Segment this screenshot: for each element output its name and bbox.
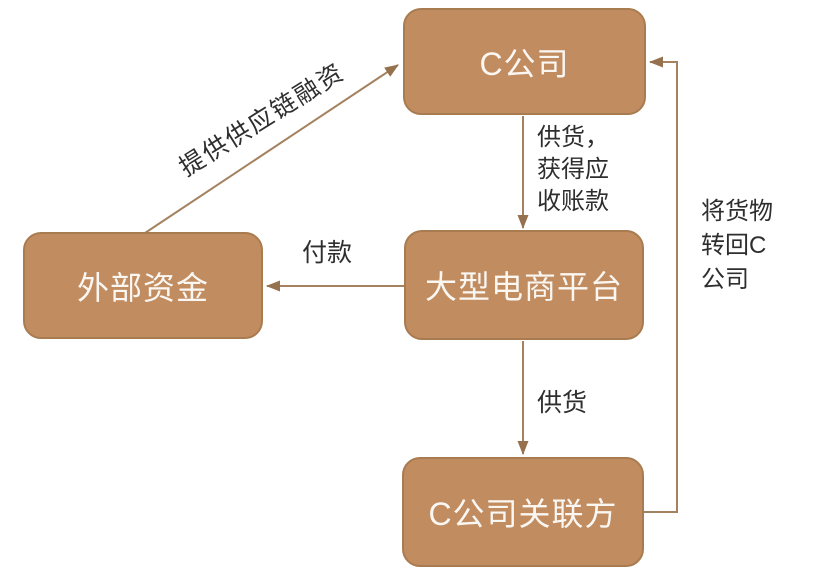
edge-return-goods-arrow bbox=[644, 56, 678, 513]
node-external-funds-label: 外部资金 bbox=[76, 269, 209, 306]
node-ecommerce-platform-label: 大型电商平台 bbox=[424, 269, 623, 305]
node-c-company: C公司 bbox=[403, 8, 646, 115]
node-c-company-affiliate: C公司关联方 bbox=[402, 457, 644, 567]
edge-return-goods-label: 将货物 转回C 公司 bbox=[701, 198, 773, 293]
edge-supply-receivables-label: 供货， 获得应 收账款 bbox=[537, 124, 609, 215]
node-ecommerce-platform: 大型电商平台 bbox=[404, 230, 644, 340]
edge-supply-label: 供货 bbox=[537, 389, 588, 417]
node-c-company-affiliate-label: C公司关联方 bbox=[428, 496, 618, 532]
edge-financing-arrow bbox=[144, 64, 399, 234]
edge-payment-label: 付款 bbox=[301, 239, 352, 267]
node-c-company-label: C公司 bbox=[479, 45, 570, 82]
node-external-funds: 外部资金 bbox=[23, 232, 263, 339]
